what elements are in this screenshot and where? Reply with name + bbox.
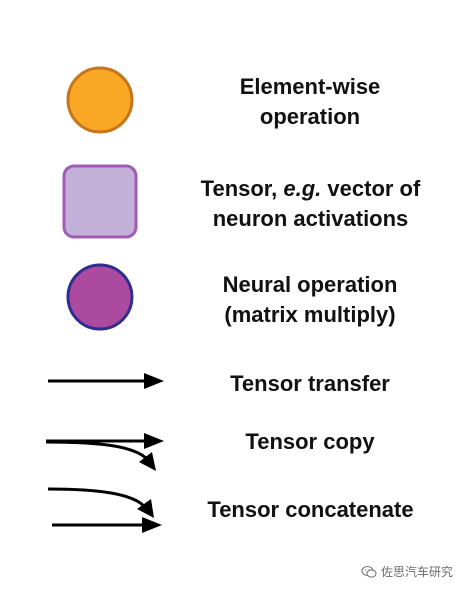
- wechat-icon: [361, 565, 377, 578]
- tensor-label: Tensor, e.g. vector of neuron activation…: [200, 176, 421, 231]
- tensor-transfer-arrow-icon: [48, 373, 164, 389]
- element-wise-circle-icon: [66, 66, 134, 134]
- element-wise-operation-label: Element-wise operation: [239, 74, 381, 129]
- neural-operation-label: Neural operation (matrix multiply): [222, 272, 398, 327]
- watermark-text: 佐思汽车研究: [380, 565, 453, 579]
- tensor-copy-arrow-icon: [45, 433, 164, 471]
- tensor-copy-label: Tensor copy: [245, 429, 375, 454]
- watermark: 佐思汽车研究: [361, 563, 453, 580]
- tensor-concatenate-label: Tensor concatenate: [207, 497, 414, 522]
- tensor-square-icon: [62, 164, 138, 239]
- neural-operation-circle-icon: [66, 263, 134, 331]
- tensor-transfer-label: Tensor transfer: [230, 371, 390, 396]
- tensor-concatenate-arrows-icon: [47, 487, 162, 533]
